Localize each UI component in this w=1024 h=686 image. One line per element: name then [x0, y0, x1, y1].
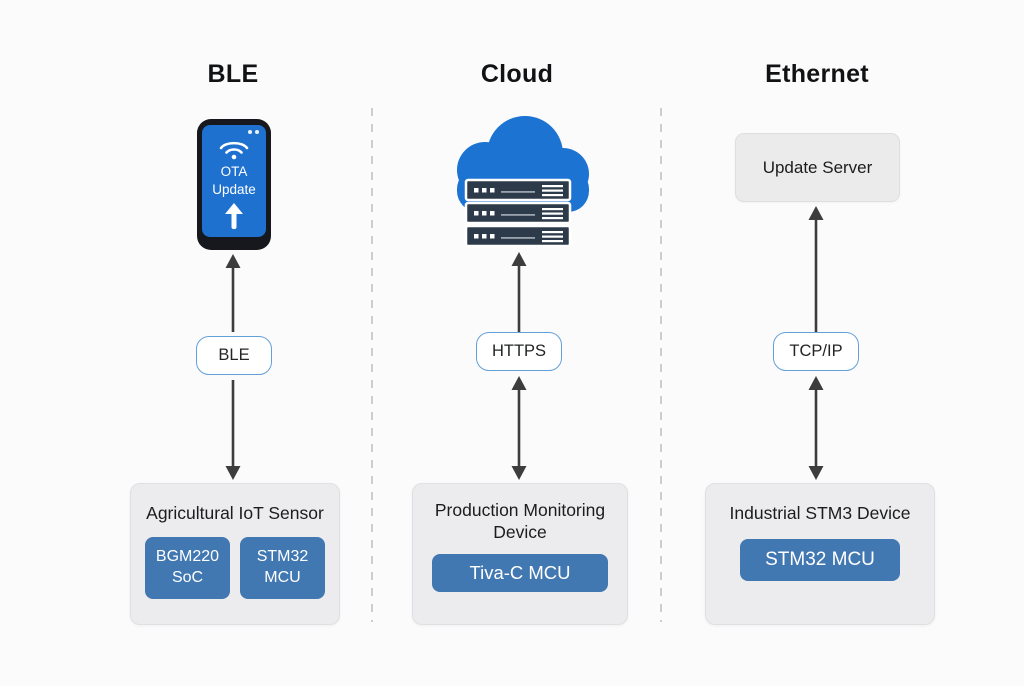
phone-screen-label: OTA Update	[212, 164, 256, 197]
protocol-pill-ble: BLE	[196, 336, 272, 375]
column-header-cloud: Cloud	[480, 60, 554, 88]
upload-arrow-icon	[225, 203, 243, 230]
smartphone-icon: OTA Update	[197, 119, 271, 250]
update-server-node: Update Server	[735, 133, 900, 202]
device-box-industrial-stm3: Industrial STM3 Device STM32 MCU	[705, 483, 935, 625]
device-title: Agricultural IoT Sensor	[146, 503, 324, 523]
phone-screen: OTA Update	[202, 125, 266, 237]
chip-row: Tiva-C MCU	[432, 553, 608, 592]
device-title: Production Monitoring Device	[434, 500, 606, 542]
column-divider	[371, 108, 373, 622]
column-header-ethernet: Ethernet	[765, 60, 869, 88]
protocol-pill-tcpip: TCP/IP	[773, 332, 859, 371]
protocol-pill-https: HTTPS	[476, 332, 562, 371]
device-box-agricultural-iot-sensor: Agricultural IoT Sensor BGM220 SoC STM32…	[130, 483, 340, 625]
device-title: Industrial STM3 Device	[729, 503, 911, 523]
chip-tiva-c-mcu: Tiva-C MCU	[432, 553, 608, 592]
column-header-ble: BLE	[207, 60, 259, 88]
cloud-server-icon	[437, 110, 597, 252]
column-divider	[660, 108, 662, 622]
chip-row: BGM220 SoC STM32 MCU	[145, 536, 325, 599]
arrow-up-to-cloud	[511, 252, 527, 332]
chip-stm32-mcu: STM32 MCU	[740, 538, 900, 581]
arrow-down-to-sensor	[225, 380, 241, 480]
device-box-production-monitoring: Production Monitoring Device Tiva-C MCU	[412, 483, 628, 625]
arrow-bidirectional-server-device	[808, 376, 824, 480]
wifi-icon	[219, 141, 249, 160]
arrow-up-to-phone	[225, 254, 241, 332]
chip-bgm220-soc: BGM220 SoC	[145, 536, 230, 599]
arrow-bidirectional-cloud-device	[511, 376, 527, 480]
camera-dots-icon	[248, 130, 259, 134]
server-rack	[464, 178, 572, 248]
arrow-up-to-update-server	[808, 206, 824, 332]
chip-row: STM32 MCU	[740, 538, 900, 581]
chip-stm32-mcu: STM32 MCU	[240, 536, 325, 599]
